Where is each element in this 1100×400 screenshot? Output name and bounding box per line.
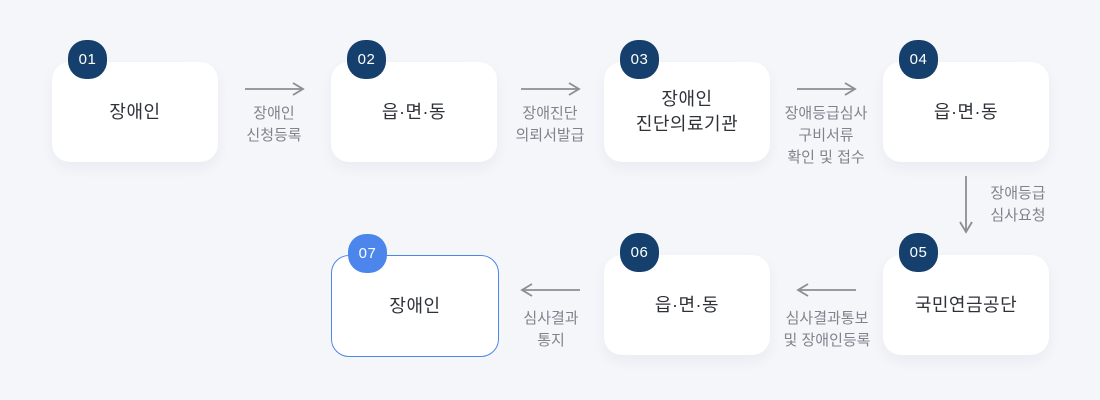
arrow-right-icon (245, 82, 305, 96)
step-box-07: 07 장애인 (331, 234, 499, 357)
step-05-label: 국민연금공단 (914, 294, 1018, 315)
step-06-label: 읍·면·동 (654, 294, 720, 315)
arrow-right-icon (797, 82, 857, 96)
transition-03-04-label: 장애등급심사 구비서류 확인 및 접수 (784, 105, 868, 166)
arrow-left-icon (520, 283, 580, 297)
step-box-03: 03 장애인 진단의료기관 (604, 40, 770, 162)
step-05-number-badge: 05 (899, 233, 938, 272)
step-07-label: 장애인 (389, 295, 441, 316)
step-01-number-badge: 01 (68, 40, 107, 79)
transition-05-06-label: 심사결과통보 및 장애인등록 (783, 310, 871, 349)
transition-01-02-label: 장애인 신청등록 (246, 105, 302, 144)
step-box-05: 05 국민연금공단 (883, 233, 1049, 355)
transition-02-03-label: 장애진단 의뢰서발급 (515, 105, 585, 144)
step-box-04: 04 읍·면·동 (883, 40, 1049, 162)
step-box-02: 02 읍·면·동 (331, 40, 497, 162)
step-02-number-badge: 02 (347, 40, 386, 79)
step-02-label: 읍·면·동 (381, 101, 447, 122)
transition-06-07-label: 심사결과 통지 (523, 310, 579, 349)
arrow-right-icon (521, 82, 581, 96)
step-04-number-badge: 04 (899, 40, 938, 79)
step-04-label: 읍·면·동 (933, 101, 999, 122)
step-box-06: 06 읍·면·동 (604, 233, 770, 355)
step-01-label: 장애인 (109, 101, 161, 122)
step-03-number-badge: 03 (620, 40, 659, 79)
step-06-number-badge: 06 (620, 233, 659, 272)
step-box-01: 01 장애인 (52, 40, 218, 162)
transition-04-05-label: 장애등급 심사요청 (990, 185, 1046, 224)
arrow-left-icon (796, 283, 856, 297)
step-07-number-badge: 07 (348, 234, 387, 273)
arrow-down-icon (959, 176, 973, 234)
step-03-label: 장애인 진단의료기관 (635, 89, 739, 134)
